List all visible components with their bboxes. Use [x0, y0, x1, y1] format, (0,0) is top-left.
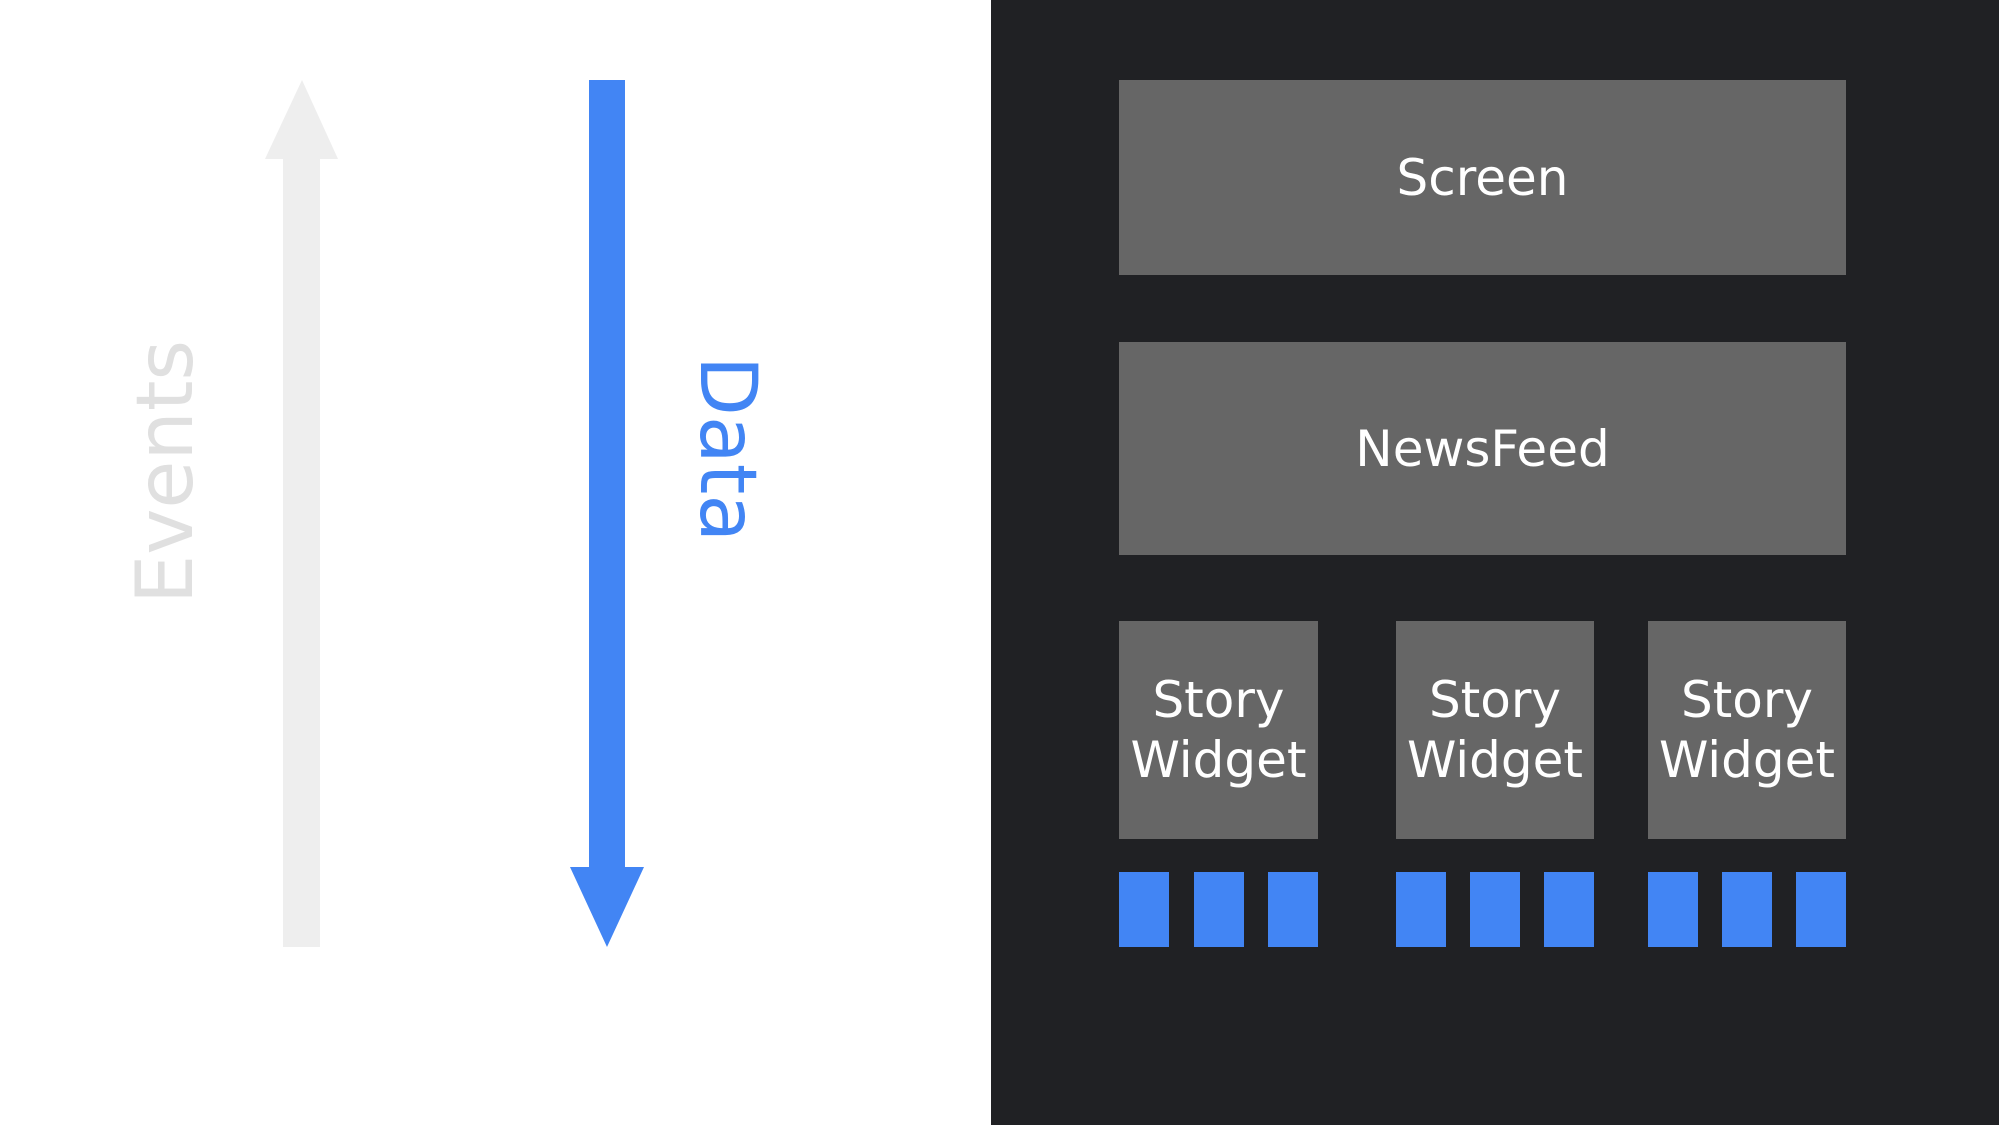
screen-box: Screen: [1119, 80, 1846, 275]
widget-line2: Widget: [1658, 731, 1836, 789]
newsfeed-box: NewsFeed: [1119, 342, 1846, 555]
widget-line1: Story: [1680, 671, 1814, 729]
data-label: Data: [682, 355, 772, 543]
data-arrow: [570, 80, 644, 947]
widget-line1: Story: [1152, 671, 1285, 729]
leaf-widget-square: [1268, 872, 1318, 947]
events-arrow: [265, 80, 338, 947]
leaf-widget-square: [1119, 872, 1169, 947]
newsfeed-label: NewsFeed: [1355, 419, 1610, 478]
leaf-widget-square: [1722, 872, 1772, 947]
leaf-widget-square: [1544, 872, 1594, 947]
widget-line2: Widget: [1130, 731, 1307, 789]
widget-line1: Story: [1428, 671, 1562, 729]
events-label: Events: [121, 339, 211, 605]
widget-line2: Widget: [1406, 731, 1584, 789]
screen-label: Screen: [1396, 148, 1569, 207]
leaf-widget-square: [1648, 872, 1698, 947]
leaf-widget-square: [1470, 872, 1520, 947]
leaf-widget-square: [1796, 872, 1846, 947]
leaf-widget-square: [1396, 872, 1446, 947]
leaf-widget-square: [1194, 872, 1244, 947]
